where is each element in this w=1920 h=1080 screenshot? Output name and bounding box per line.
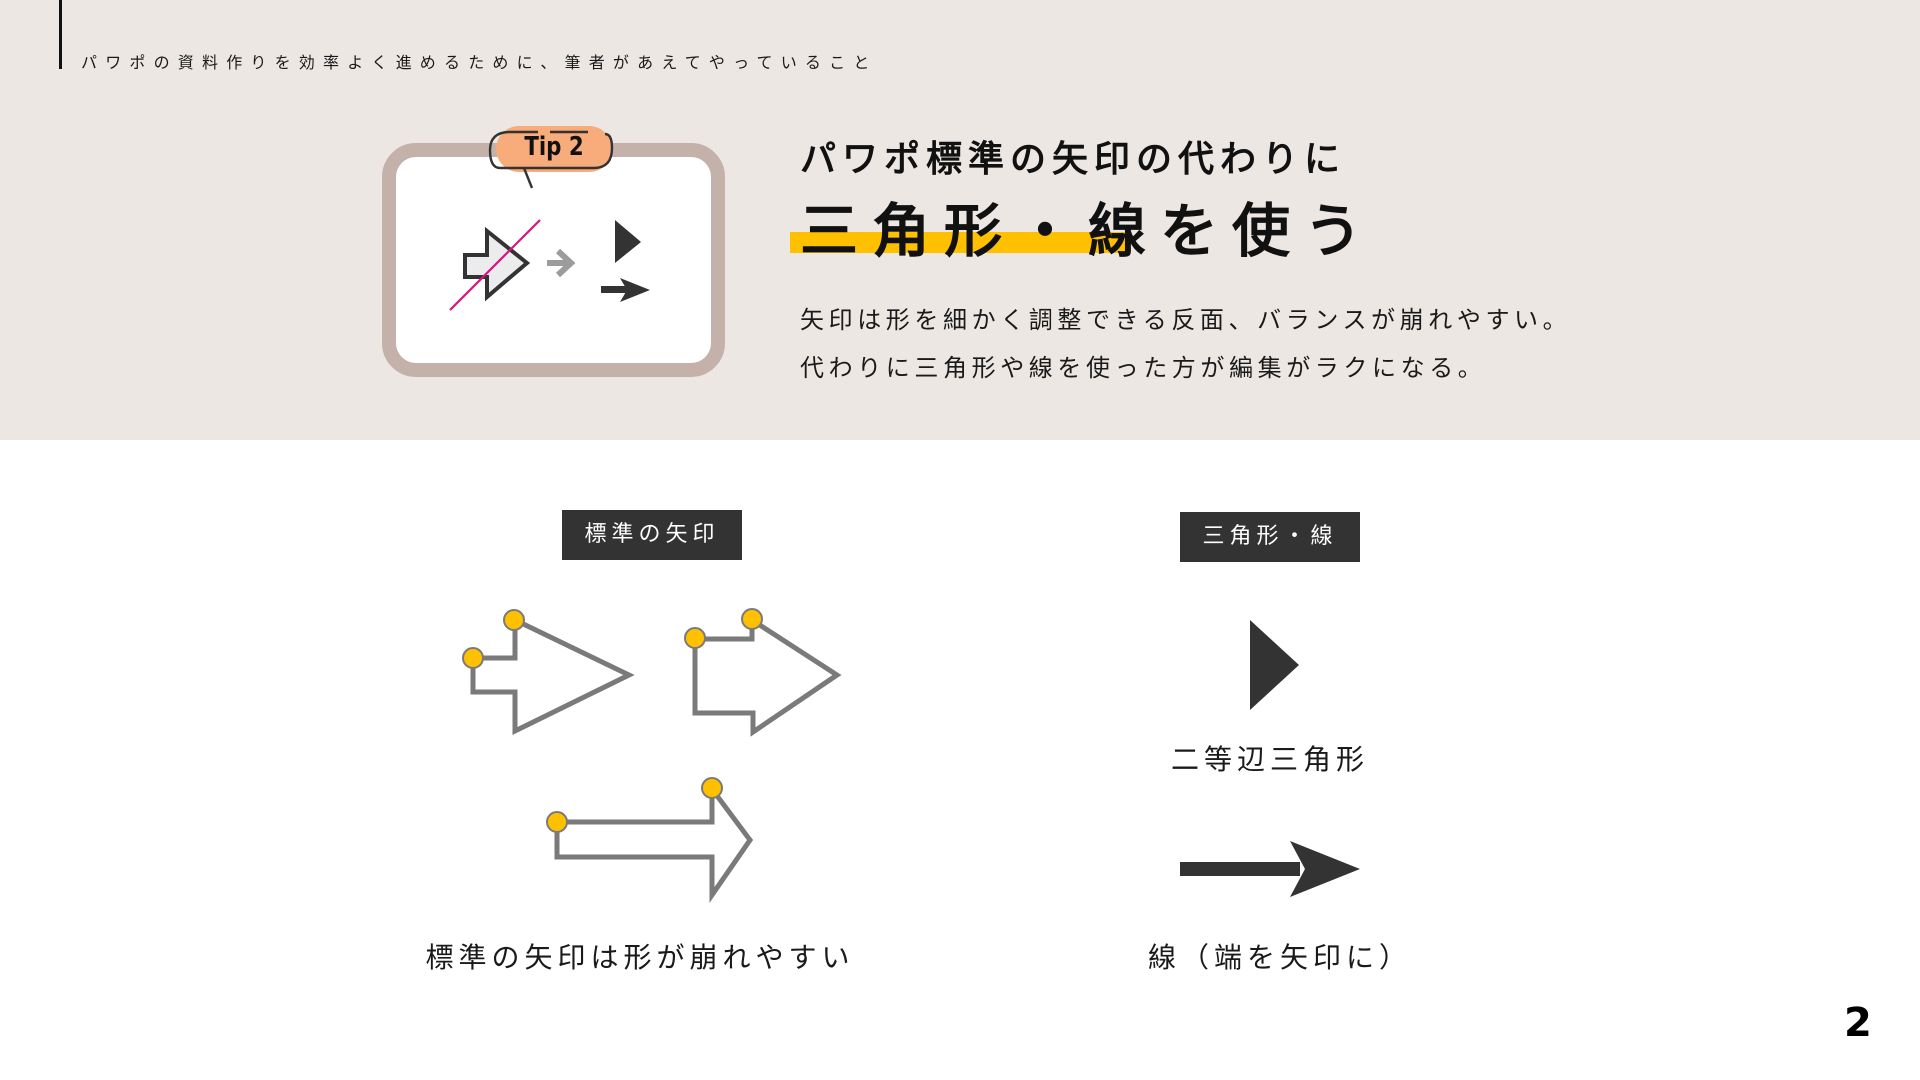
line-arrow-icon (601, 278, 650, 302)
title-highlight-bar (790, 232, 1130, 253)
description-line-2: 代わりに三角形や線を使った方が編集がラクになる。 (800, 354, 1487, 382)
distorted-arrow-3-icon (554, 781, 754, 904)
tip-badge-label: Tip 2 (524, 132, 584, 162)
page-number: 2 (1844, 1000, 1872, 1046)
line-caption: 線（端を矢印に） (1147, 941, 1413, 974)
distorted-arrow-1-icon (470, 616, 635, 736)
tip-badge-fill (496, 126, 612, 172)
header-rule (59, 0, 62, 69)
adjust-handle-icon[interactable] (546, 811, 568, 833)
distorted-arrow-2-icon (692, 615, 842, 737)
triangle-caption: 二等辺三角形 (1170, 743, 1370, 776)
title-subtitle: パワポ標準の矢印の代わりに (800, 139, 1347, 180)
strike-line-icon (449, 219, 541, 311)
adjust-handle-icon[interactable] (503, 609, 525, 631)
adjust-handle-icon[interactable] (741, 608, 763, 630)
page-title: 三角形・線を使う (800, 197, 1377, 265)
triangle-icon (615, 220, 641, 263)
standard-arrow-caption: 標準の矢印は形が崩れやすい (425, 941, 855, 974)
chevron-arrow-icon (547, 248, 576, 278)
line-with-arrowhead-icon (1180, 841, 1360, 897)
speech-bubble-outline-icon (488, 130, 614, 189)
header-kicker: パワポの資料作りを効率よく進めるために、筆者があえてやっていること (81, 53, 878, 72)
adjust-handle-icon[interactable] (701, 777, 723, 799)
header-band (0, 0, 1920, 440)
triangle-line-badge: 三角形・線 (1180, 512, 1360, 562)
adjust-handle-icon[interactable] (462, 647, 484, 669)
tip-badge: Tip 2 (488, 120, 618, 192)
adjust-handle-icon[interactable] (684, 627, 706, 649)
isosceles-triangle-icon (1250, 620, 1299, 710)
description: 矢印は形を細かく調整できる反面、バランスが崩れやすい。 代わりに三角形や線を使っ… (800, 296, 1571, 392)
standard-arrow-badge: 標準の矢印 (562, 510, 742, 560)
description-line-1: 矢印は形を細かく調整できる反面、バランスが崩れやすい。 (800, 306, 1572, 334)
